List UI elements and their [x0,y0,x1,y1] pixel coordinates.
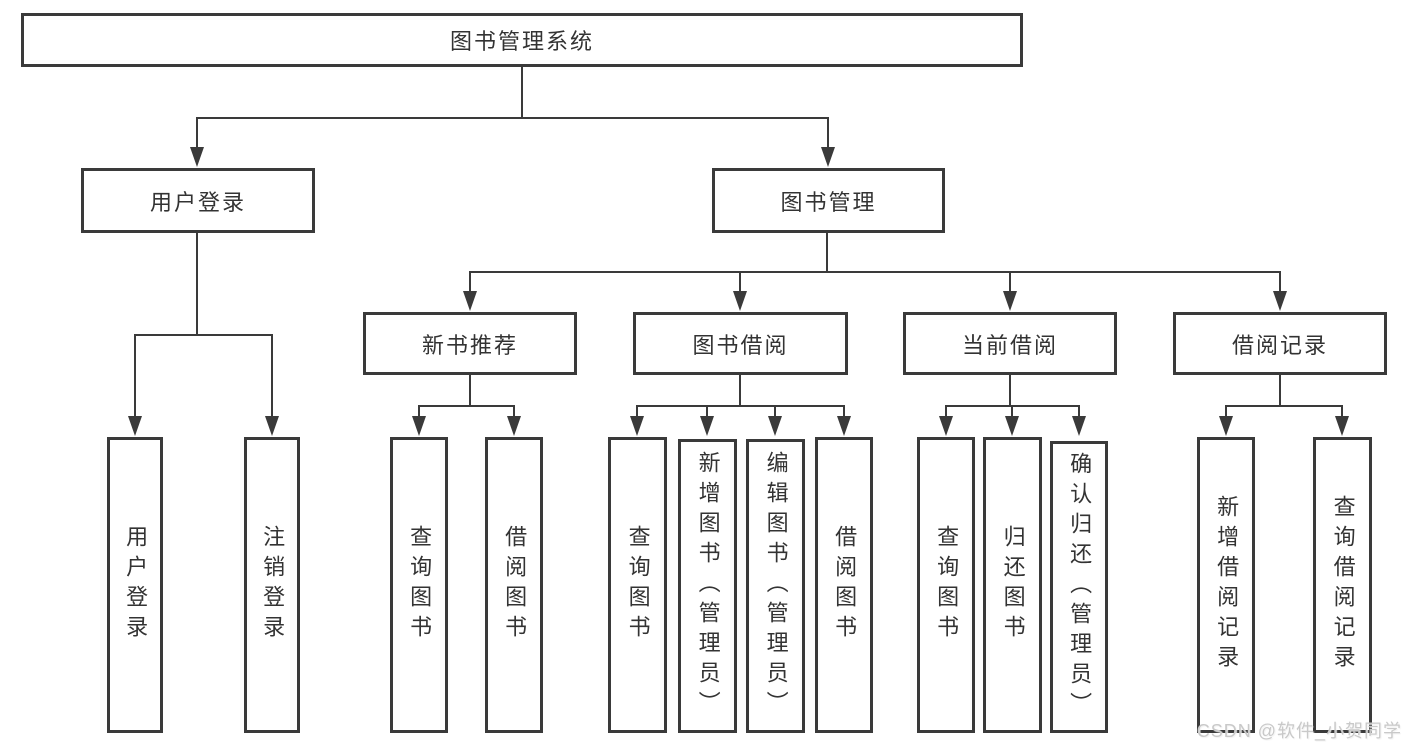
arrow-down-icon [630,416,644,436]
connector-line [134,334,136,418]
arrow-down-icon [463,291,477,311]
leaf-add-book-admin: 新增图书（管理员） [678,439,737,733]
arrow-down-icon [1005,416,1019,436]
node-book-borrow: 图书借阅 [633,312,848,375]
node-new-book-recommend: 新书推荐 [363,312,577,375]
leaf-confirm-return-admin: 确认归还（管理员） [1050,441,1108,733]
connector-line [469,271,1281,273]
arrow-down-icon [1072,416,1086,436]
connector-line [196,117,198,150]
leaf-query-book-3: 查询图书 [917,437,975,733]
connector-line [1011,405,1013,418]
connector-line [1009,375,1011,406]
node-label: 图书管理系统 [449,29,594,54]
node-user-login: 用户登录 [81,168,315,233]
arrow-down-icon [128,416,142,436]
arrow-down-icon [768,416,782,436]
connector-line [1279,271,1281,293]
arrow-down-icon [821,147,835,167]
arrow-down-icon [1003,291,1017,311]
arrow-down-icon [837,416,851,436]
node-label: 归还图书 [1000,525,1026,645]
node-label: 查询图书 [407,525,433,645]
leaf-edit-book-admin: 编辑图书（管理员） [746,439,805,733]
connector-line [196,233,198,336]
connector-line [945,405,947,418]
connector-line [271,334,273,418]
node-label: 注销登录 [260,525,286,645]
connector-line [469,271,471,293]
node-label: 借阅图书 [502,525,528,645]
connector-line [1078,405,1080,418]
connector-line [1009,271,1011,293]
node-library-management-system: 图书管理系统 [21,13,1023,67]
connector-line [418,405,515,407]
arrow-down-icon [265,416,279,436]
leaf-borrow-book-1: 借阅图书 [485,437,543,733]
connector-line [827,117,829,150]
node-label: 借阅记录 [1231,332,1328,358]
node-label: 查询图书 [625,525,651,645]
node-label: 查询借阅记录 [1330,495,1356,675]
leaf-user-login: 用户登录 [107,437,163,733]
node-label: 编辑图书（管理员） [763,451,789,721]
connector-line [197,117,829,119]
connector-line [739,375,741,406]
arrow-down-icon [412,416,426,436]
connector-line [1225,405,1227,418]
csdn-watermark: CSDN @软件_小贺同学 [1196,721,1402,741]
connector-line [1225,405,1343,407]
leaf-return-book: 归还图书 [983,437,1042,733]
connector-line [706,405,708,418]
node-label: 新增图书（管理员） [695,451,721,721]
connector-line [521,67,523,119]
connector-line [843,405,845,418]
node-label: 用户登录 [123,525,149,645]
node-label: 当前借阅 [961,332,1058,358]
leaf-add-borrow-record: 新增借阅记录 [1197,437,1255,733]
leaf-logout: 注销登录 [244,437,300,733]
connector-line [1341,405,1343,418]
leaf-query-book-2: 查询图书 [608,437,667,733]
connector-line [469,375,471,406]
arrow-down-icon [1219,416,1233,436]
node-borrow-record: 借阅记录 [1173,312,1387,375]
node-label: 新书推荐 [421,332,518,358]
connector-line [774,405,776,418]
connector-line [418,405,420,418]
leaf-borrow-book-2: 借阅图书 [815,437,873,733]
arrow-down-icon [1335,416,1349,436]
arrow-down-icon [190,147,204,167]
node-label: 新增借阅记录 [1214,495,1240,675]
arrow-down-icon [1273,291,1287,311]
arrow-down-icon [700,416,714,436]
node-label: 图书管理 [780,189,877,215]
connector-line [134,334,273,336]
node-label: 用户登录 [149,189,246,215]
connector-line [1279,375,1281,406]
connector-line [513,405,515,418]
connector-line [636,405,638,418]
node-label: 查询图书 [934,525,960,645]
node-current-borrow: 当前借阅 [903,312,1117,375]
leaf-query-book-1: 查询图书 [390,437,448,733]
node-label: 确认归还（管理员） [1067,452,1093,722]
connector-line [739,271,741,293]
node-label: 借阅图书 [832,525,858,645]
arrow-down-icon [507,416,521,436]
arrow-down-icon [939,416,953,436]
connector-line [826,233,828,273]
node-book-management: 图书管理 [712,168,945,233]
leaf-query-borrow-record: 查询借阅记录 [1313,437,1372,733]
node-label: 图书借阅 [692,332,789,358]
connector-line [636,405,845,407]
arrow-down-icon [733,291,747,311]
